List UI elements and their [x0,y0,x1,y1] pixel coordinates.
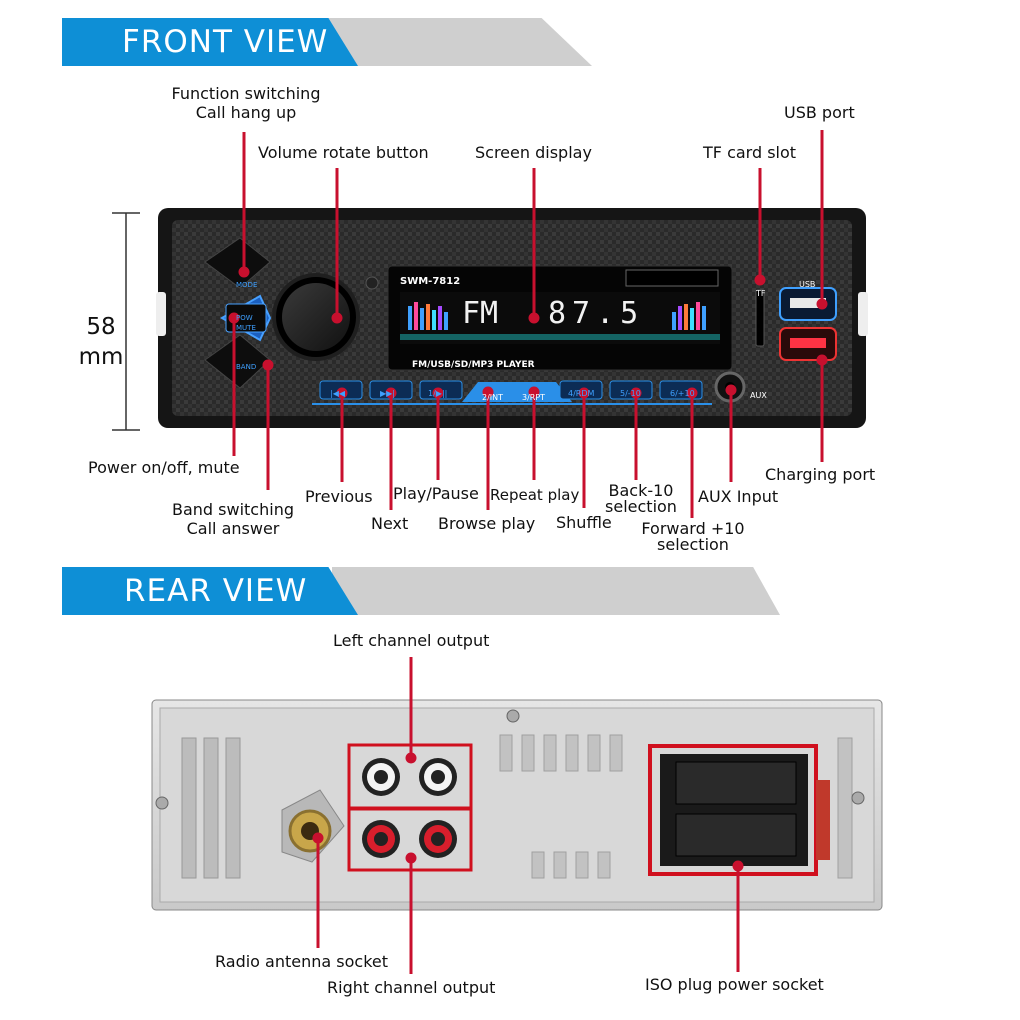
rear-vent-middle [499,734,623,879]
display-band: FM [462,296,499,331]
display-frequency: 87.5 [548,296,645,331]
label-iso: ISO plug power socket [645,975,824,994]
screw-left [155,796,169,810]
label-left-channel: Left channel output [333,631,490,650]
label-play-pause: Play/Pause [393,484,479,503]
rear-vent-left [181,737,241,879]
tf-card-slot [755,289,765,347]
rear-vent-right [837,737,853,879]
screw-top [506,709,520,723]
equalizer-left [408,302,448,330]
mute-label: MUTE [236,324,256,332]
right-mount-tab [858,292,868,336]
label-right-channel: Right channel output [327,978,496,997]
label-tf-slot: TF card slot [703,143,797,162]
rca-jacks [362,758,457,858]
label-browse: Browse play [438,514,536,533]
screw-right [851,791,865,805]
left-mount-tab [156,292,166,336]
btn-back10[interactable]: 5/-10 [620,389,641,398]
band-label: BAND [236,363,257,371]
mode-key [204,237,271,289]
btn-int[interactable]: 2/INT [482,393,504,402]
label-antenna: Radio antenna socket [215,952,389,971]
label-previous: Previous [305,487,373,506]
label-shuffle: Shuffle [556,513,612,532]
label-power: Power on/off, mute [88,458,240,477]
mode-label: MODE [236,281,258,289]
label-aux: AUX Input [698,487,779,506]
pow-label: POW [236,314,253,322]
player-label: FM/USB/SD/MP3 PLAYER [412,360,535,370]
usb-label: USB [799,280,816,289]
tf-label: TF [756,289,766,298]
btn-rdm[interactable]: 4/RDM [568,389,595,398]
height-dimension-marker [112,212,140,431]
label-volume: Volume rotate button [258,143,429,162]
btn-prev[interactable]: |◀◀ [330,389,345,398]
rear-view-title: REAR VIEW [124,573,308,609]
front-view-banner: FRONT VIEW [62,18,592,66]
label-usb-port: USB port [784,103,855,122]
btn-rpt[interactable]: 3/RPT [522,393,546,402]
equalizer-right [672,302,706,330]
label-charging: Charging port [765,465,876,484]
pointer-lines [228,130,828,974]
btn-next[interactable]: ▶▶| [380,389,395,398]
btn-play-pause[interactable]: 1/▶|| [428,389,448,398]
rear-view-banner: REAR VIEW [62,567,780,615]
aux-label: AUX [750,391,767,400]
btn-forward10[interactable]: 6/+10 [670,389,695,398]
label-screen: Screen display [475,143,592,162]
label-repeat: Repeat play [490,486,580,504]
front-view-title: FRONT VIEW [122,24,329,60]
label-next: Next [371,514,409,533]
model-label: SWM-7812 [400,276,461,287]
